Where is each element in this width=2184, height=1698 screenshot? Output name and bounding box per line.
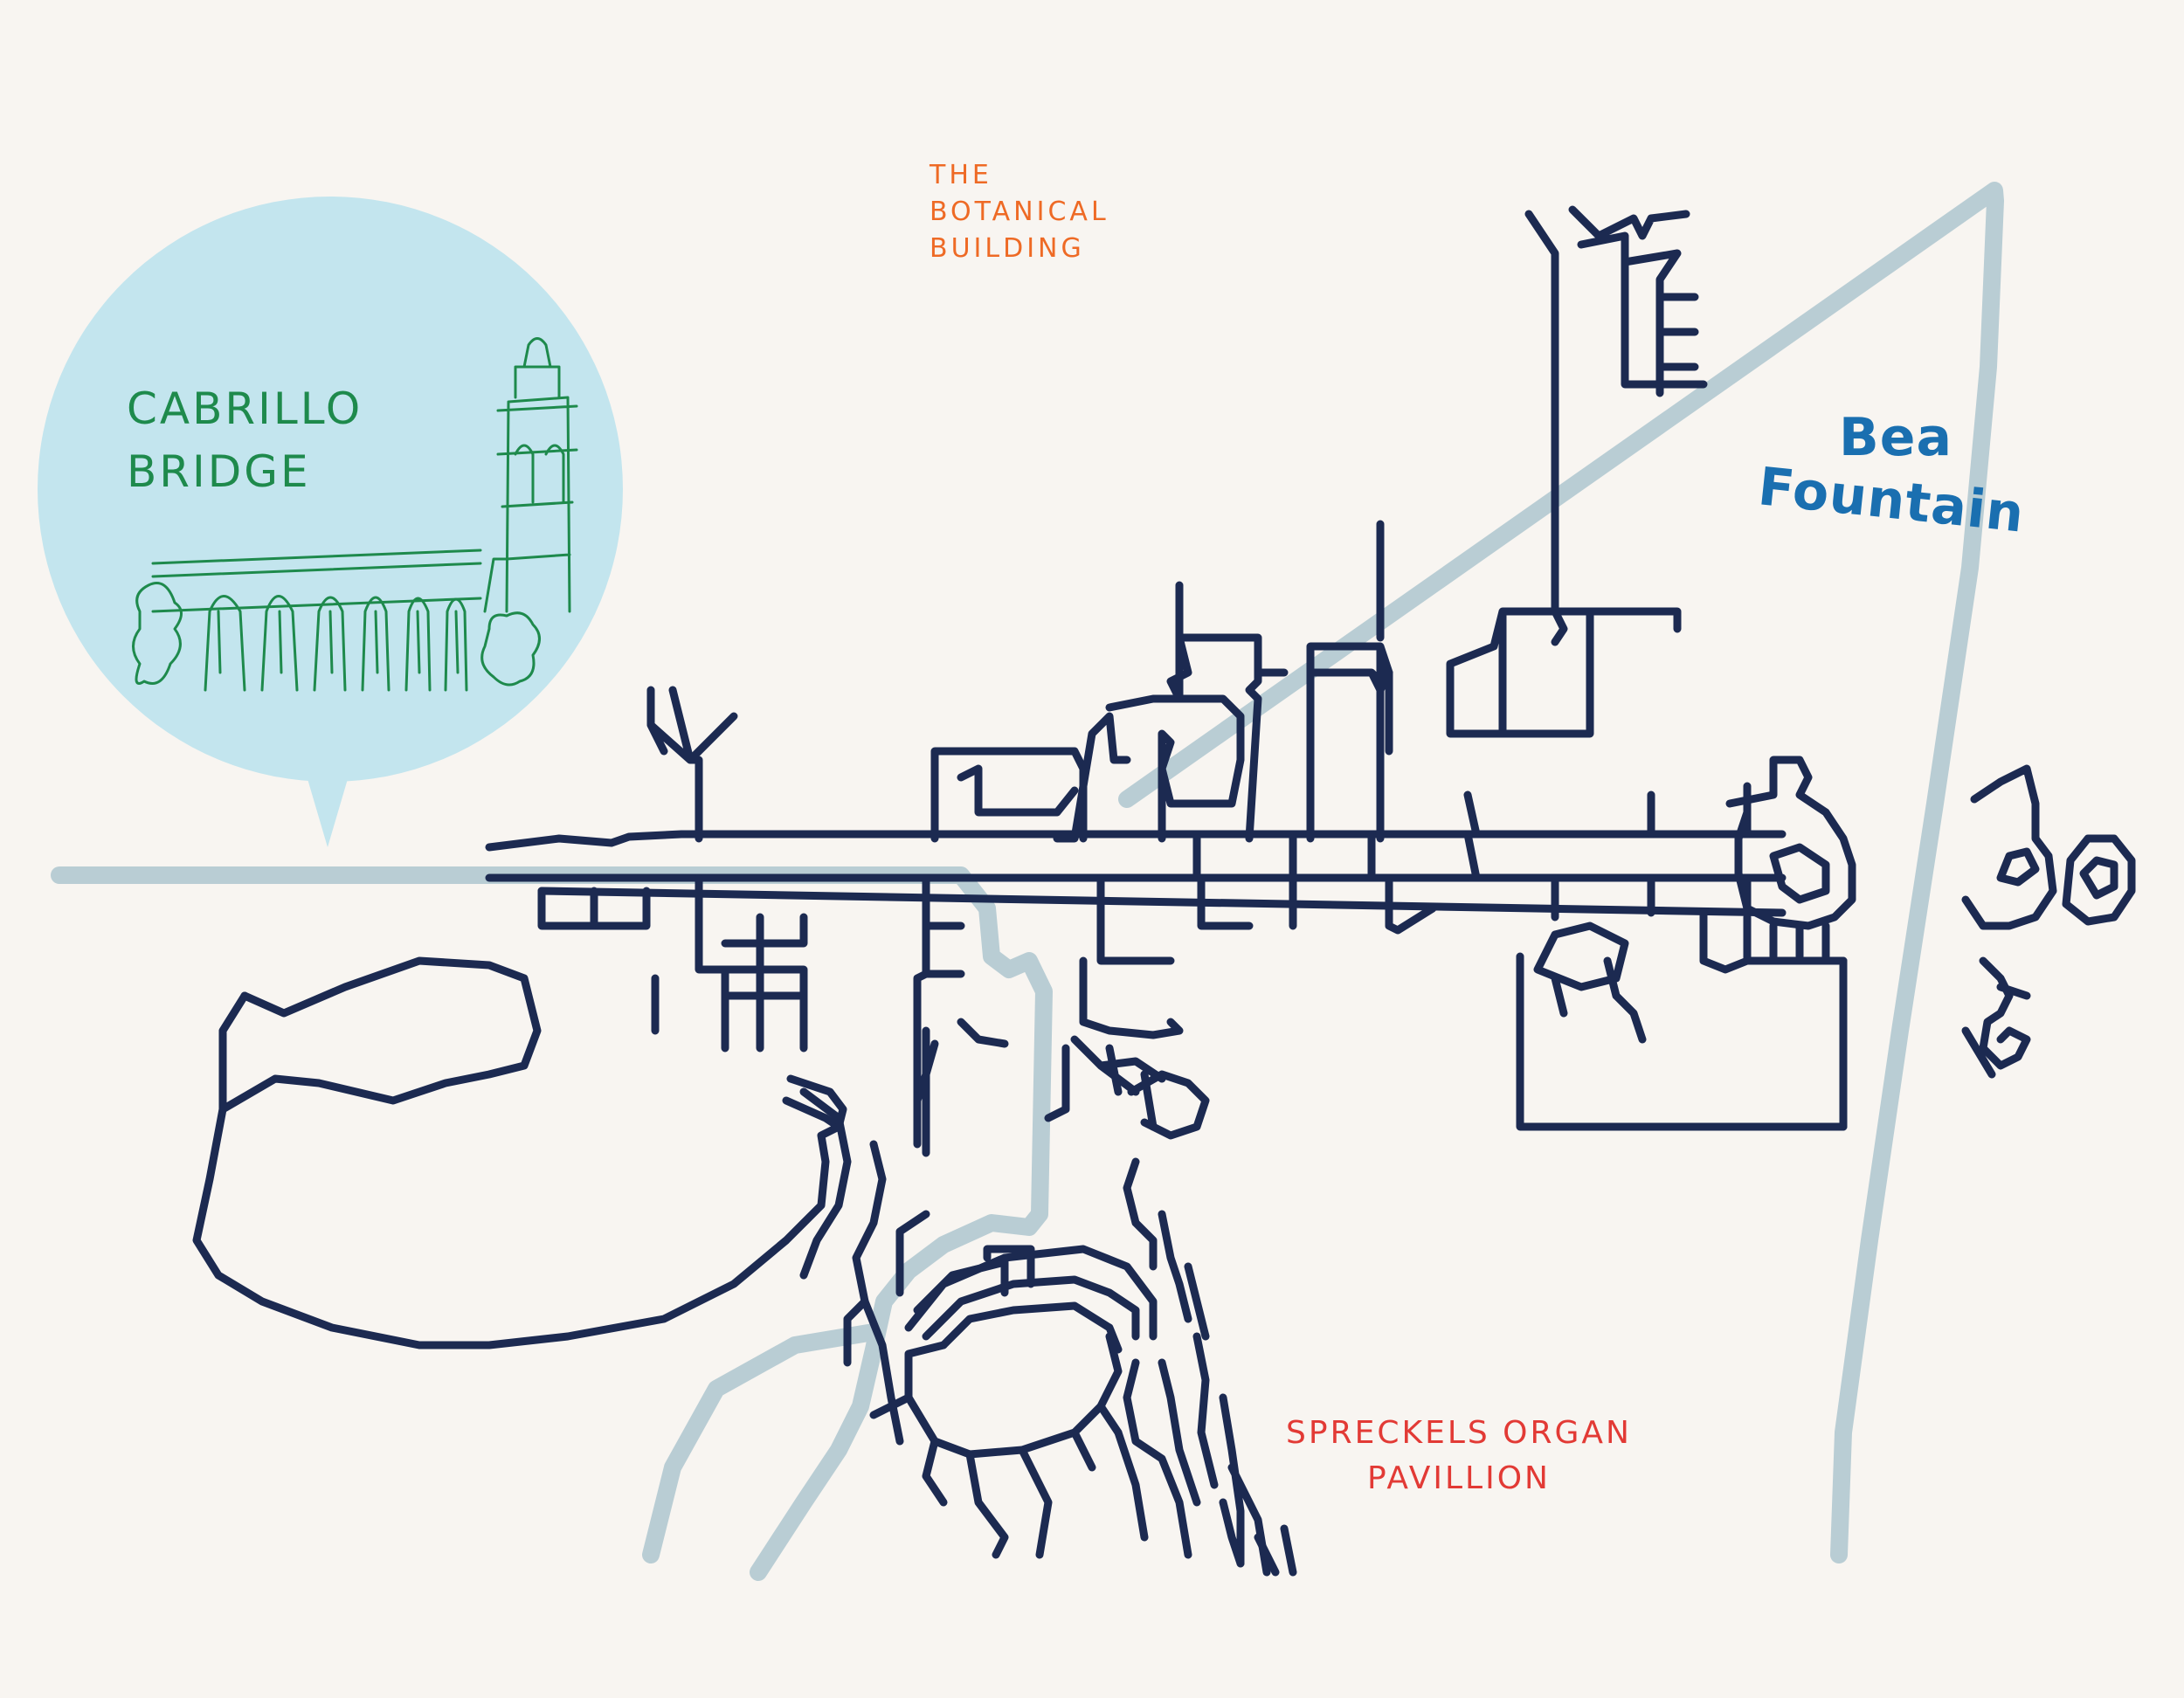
crater-inner	[1127, 1070, 1210, 1140]
botanical-label: THE BOTANICAL BUILDING	[930, 157, 1122, 267]
arc-4	[983, 1245, 1035, 1297]
grid-center-2	[930, 747, 1088, 843]
grid-center-4	[1053, 712, 1131, 843]
botanical-label-line3: BUILDING	[930, 233, 1085, 264]
route-east	[1118, 182, 2004, 1563]
plaza-east-loop	[1725, 756, 1856, 930]
route-lines	[51, 182, 2004, 1581]
plaza-east-inner	[1769, 843, 1830, 904]
route-main	[51, 866, 1053, 1581]
east-block-cell	[1533, 921, 1647, 1044]
south-path-1	[852, 1140, 904, 1446]
roads	[192, 205, 2136, 1577]
central-south	[922, 1018, 1123, 1157]
cabrillo-label: CABRILLO BRIDGE	[127, 377, 389, 503]
south-spokes	[869, 1393, 1123, 1559]
east-spiral-3	[2062, 834, 2136, 926]
east-spiral-4	[1979, 956, 2031, 1070]
plaza-west	[537, 887, 651, 930]
spreckels-label-line2: PAVILLION	[1367, 1460, 1551, 1496]
connector-ne	[1306, 642, 1393, 843]
tree-branch	[646, 686, 738, 843]
bea-label: Bea Fountain	[1743, 406, 2040, 545]
east-spiral-5	[1961, 1026, 1996, 1079]
grid-center-6	[1192, 834, 1437, 935]
lake-outline	[192, 956, 843, 1349]
cabrillo-bubble-pointer	[306, 773, 349, 847]
arc-1	[904, 1245, 1158, 1341]
south-path-3	[913, 1039, 939, 1105]
cabrillo-bridge-icon	[132, 337, 578, 692]
connector-nw	[1166, 581, 1289, 843]
botanical-label-line2: BOTANICAL	[930, 197, 1109, 227]
spreckels-label: SPRECKELS ORGAN PAVILLION	[1275, 1411, 1642, 1501]
south-east-paths	[1114, 1157, 1201, 1559]
east-spiral-2	[1996, 847, 2040, 887]
south-circle	[904, 1332, 1123, 1459]
south-west-spur	[843, 1210, 930, 1367]
grid-center-1	[913, 873, 965, 1149]
route-southwest	[642, 1323, 882, 1563]
crater-west	[799, 1087, 852, 1280]
cabrillo-label-line2: BRIDGE	[127, 446, 311, 497]
cabrillo-bubble-circle	[38, 197, 623, 782]
east-spiral-1	[1961, 764, 2057, 930]
grid-northeast	[1446, 607, 1682, 738]
grid-center-3	[1079, 873, 1184, 1039]
main-avenue-lower	[537, 887, 1787, 917]
botanical-label-line1: THE	[930, 160, 992, 190]
south-diagonals	[1219, 1498, 1297, 1577]
grid-center-5	[1105, 633, 1245, 843]
arc-2	[922, 1275, 1140, 1341]
spreckels-label-line1: SPRECKELS ORGAN	[1286, 1415, 1632, 1451]
grid-west	[651, 873, 808, 1053]
southeast-lines	[1184, 1262, 1271, 1577]
arc-3	[939, 1301, 1123, 1354]
east-block	[1516, 952, 1848, 1131]
bea-label-line1: Bea	[1839, 407, 1952, 468]
plaza-east-south	[1699, 908, 1848, 1131]
lake-west-edge	[218, 991, 249, 1114]
grid-east	[1367, 782, 1752, 921]
main-avenue-north	[485, 830, 1787, 852]
cabrillo-bubble	[38, 197, 623, 847]
grid-north	[1524, 205, 1708, 646]
cabrillo-label-line1: CABRILLO	[127, 383, 363, 434]
